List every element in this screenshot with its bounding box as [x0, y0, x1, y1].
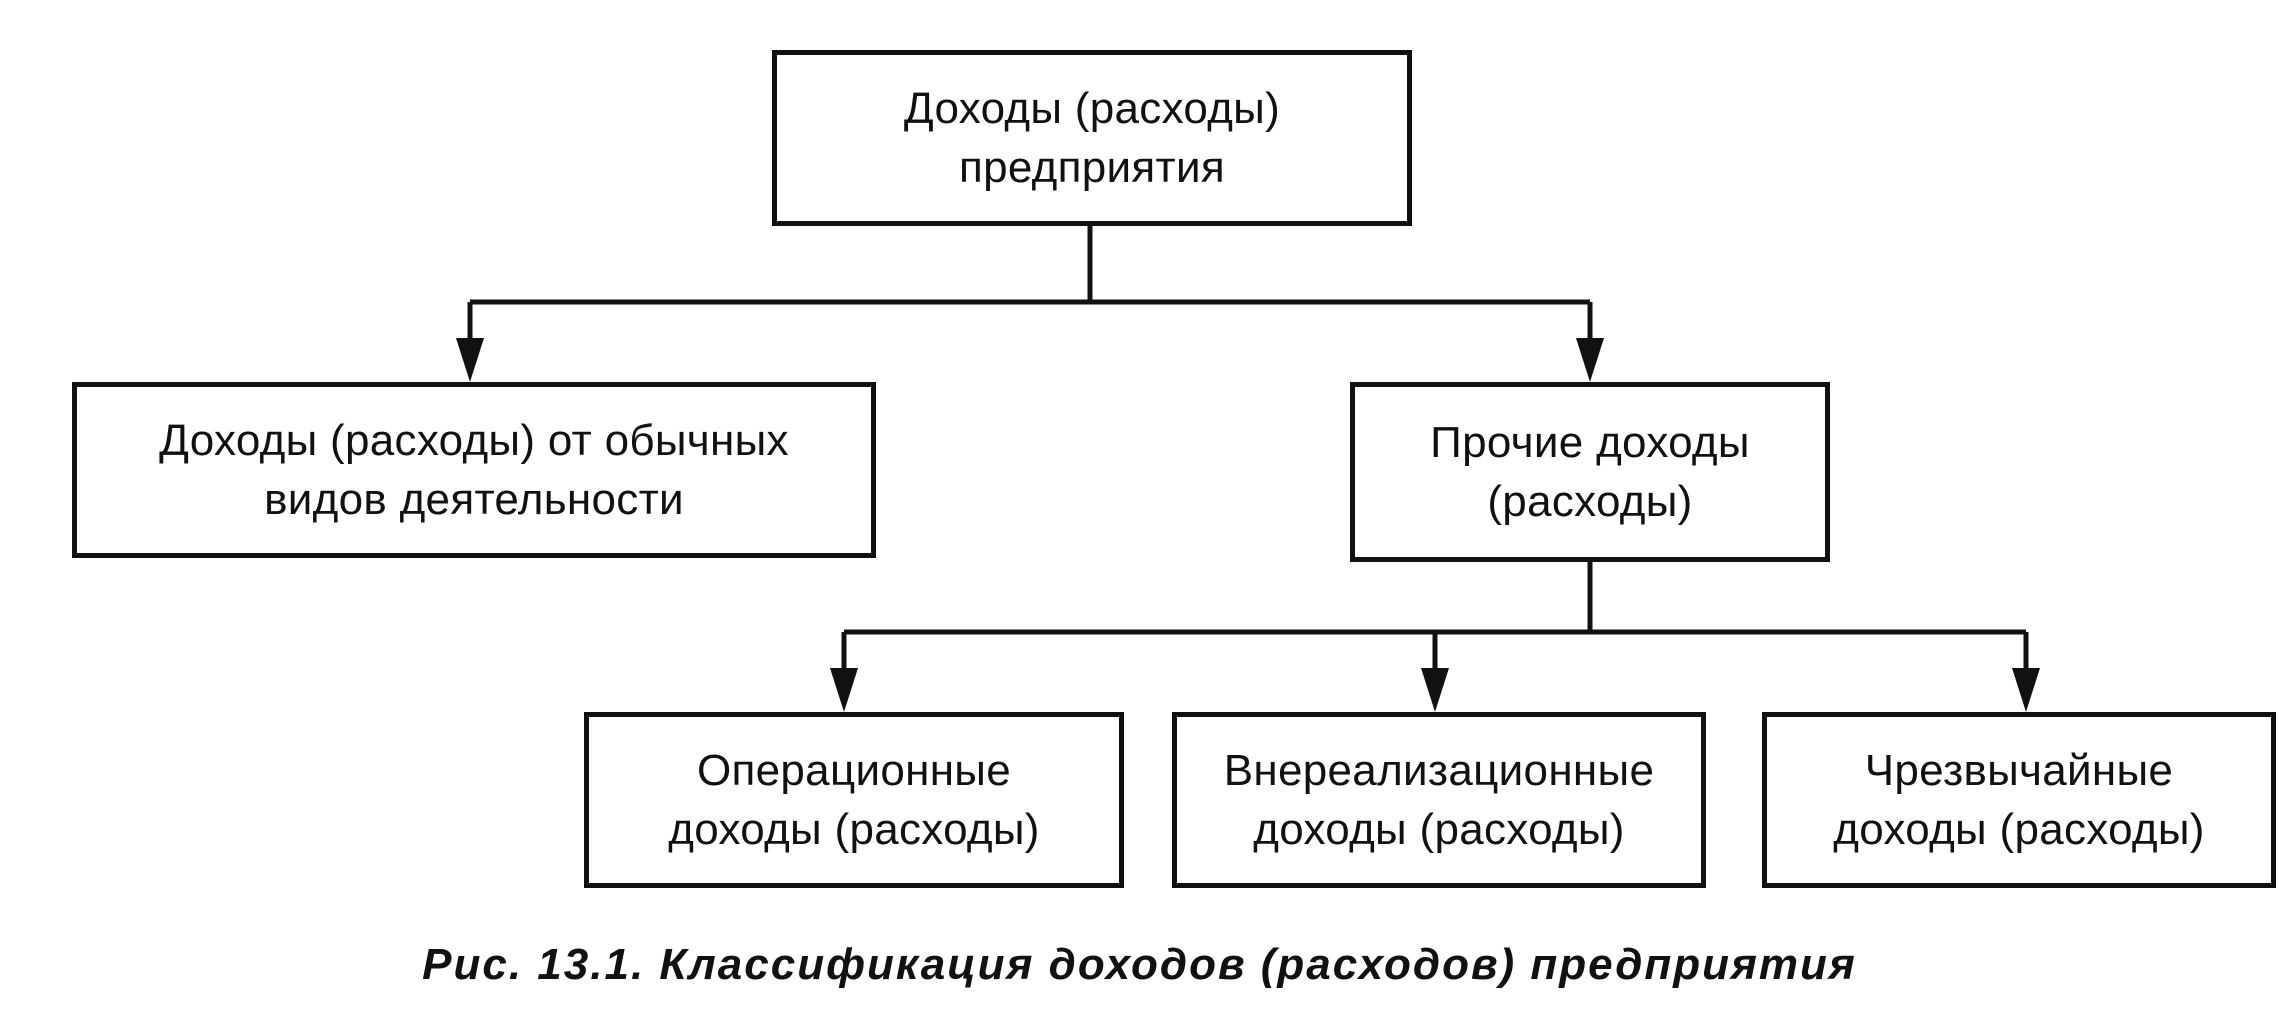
node-root: Доходы (расходы) предприятия — [772, 50, 1412, 226]
arrowhead-operational — [830, 668, 858, 712]
arrowhead-nonoperational — [1421, 668, 1449, 712]
arrowhead-other — [1576, 338, 1604, 382]
node-nonoperational-label: Внереализационные доходы (расходы) — [1223, 745, 1655, 854]
node-other: Прочие доходы (расходы) — [1350, 382, 1830, 562]
node-ordinary: Доходы (расходы) от обычных видов деятел… — [72, 382, 876, 558]
node-other-label: Прочие доходы (расходы) — [1430, 417, 1750, 526]
node-operational-label: Операционные доходы (расходы) — [668, 745, 1040, 854]
node-nonoperational: Внереализационные доходы (расходы) — [1172, 712, 1706, 888]
figure-caption: Рис. 13.1. Классификация доходов (расход… — [422, 940, 1857, 989]
node-operational: Операционные доходы (расходы) — [584, 712, 1124, 888]
arrowhead-ordinary — [456, 338, 484, 382]
node-root-label: Доходы (расходы) предприятия — [903, 83, 1281, 192]
node-extraordinary-label: Чрезвычайные доходы (расходы) — [1833, 745, 2205, 854]
node-extraordinary: Чрезвычайные доходы (расходы) — [1762, 712, 2276, 888]
arrowhead-extraordinary — [2012, 668, 2040, 712]
node-ordinary-label: Доходы (расходы) от обычных видов деятел… — [159, 415, 789, 524]
